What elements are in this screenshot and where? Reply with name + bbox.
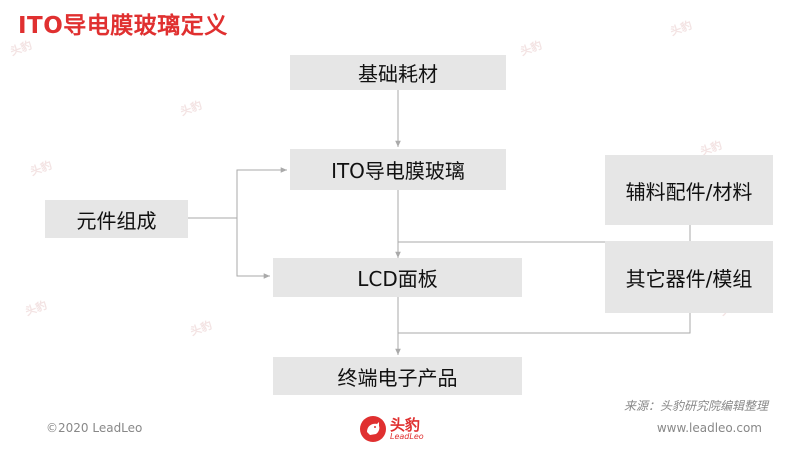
node-components: 元件组成: [45, 200, 188, 238]
footer-url[interactable]: www.leadleo.com: [656, 421, 762, 435]
node-other-devices: 其它器件/模组: [605, 241, 773, 313]
node-accessories: 辅料配件/材料: [605, 155, 773, 225]
node-lcd-panel: LCD面板: [273, 258, 522, 297]
logo-name-en: LeadLeo: [390, 431, 424, 441]
node-raw-materials: 基础耗材: [290, 55, 506, 90]
leopard-logo-icon: [360, 416, 386, 442]
connector-components-to-lcd: [236, 218, 270, 279]
footer-copyright: ©2020 LeadLeo: [46, 421, 143, 435]
node-ito-glass: ITO导电膜玻璃: [290, 149, 506, 190]
page-title: ITO导电膜玻璃定义: [18, 13, 228, 39]
connector-accessories-to-lcd: [398, 225, 691, 243]
connector-other-to-product: [398, 313, 691, 334]
footer-logo: 头豹 LeadLeo: [360, 414, 424, 444]
connector-components-to-ito: [188, 167, 287, 219]
logo-name-cn: 头豹: [390, 415, 421, 434]
node-final-product: 终端电子产品: [273, 357, 522, 395]
source-note: 来源：头豹研究院编辑整理: [623, 399, 768, 413]
